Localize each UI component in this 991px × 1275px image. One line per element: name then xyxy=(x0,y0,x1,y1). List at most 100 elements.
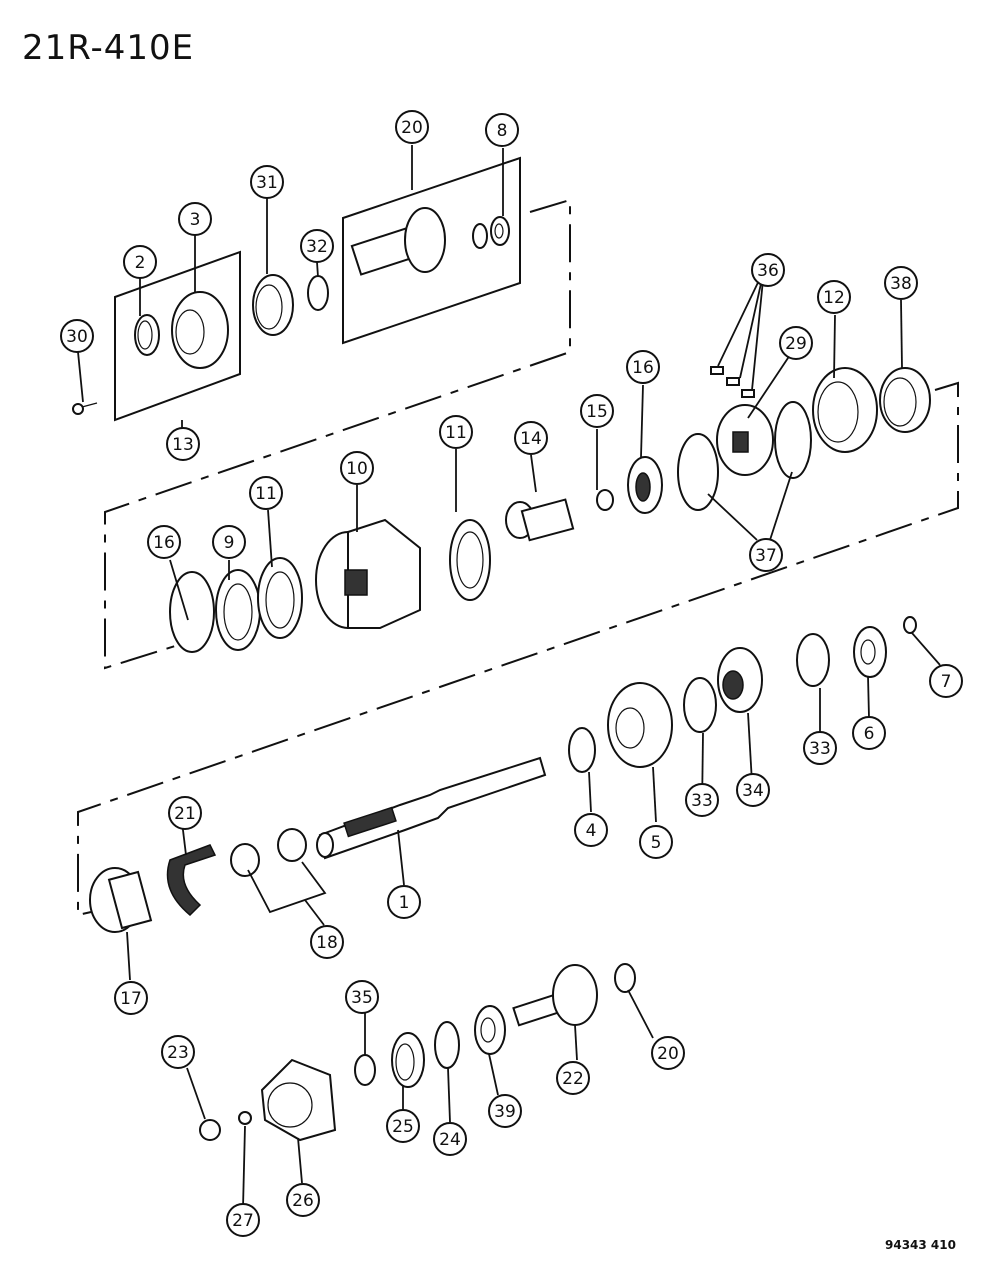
callout-14[interactable]: 14 xyxy=(514,421,548,455)
callout-3[interactable]: 3 xyxy=(178,202,212,236)
callout-26[interactable]: 25 xyxy=(386,1109,420,1143)
svg-text:29: 29 xyxy=(785,334,807,354)
callout-18[interactable]: 17 xyxy=(114,981,148,1015)
assembly-boundary-upper xyxy=(104,198,571,670)
callout-17[interactable]: 16 xyxy=(147,525,181,559)
part-snap-ring-17 xyxy=(169,571,215,653)
part-snap-ring-37a xyxy=(677,433,719,511)
svg-text:27: 27 xyxy=(232,1211,254,1231)
svg-text:4: 4 xyxy=(586,821,597,841)
svg-text:16: 16 xyxy=(153,533,175,553)
callout-37[interactable]: 37 xyxy=(749,538,783,572)
part-washer-35 xyxy=(354,1054,376,1086)
svg-text:34: 34 xyxy=(742,781,764,801)
part-carrier-housing-5 xyxy=(607,682,673,768)
part-retainer-3 xyxy=(171,291,229,369)
callout-5[interactable]: 5 xyxy=(639,825,673,859)
svg-text:11: 11 xyxy=(255,484,277,504)
callout-20[interactable]: 20 xyxy=(395,110,429,144)
part-output-gear-23 xyxy=(512,964,598,1027)
callout-38[interactable]: 38 xyxy=(884,266,918,300)
svg-text:32: 32 xyxy=(306,237,328,257)
svg-text:3: 3 xyxy=(190,210,201,230)
part-snap-ring-7 xyxy=(903,616,917,634)
callout-11-right[interactable]: 11 xyxy=(439,415,473,449)
callout-9[interactable]: 9 xyxy=(212,525,246,559)
callout-8[interactable]: 8 xyxy=(485,113,519,147)
part-bearing-16 xyxy=(627,456,663,514)
callout-7[interactable]: 7 xyxy=(929,664,963,698)
svg-text:33: 33 xyxy=(809,739,831,759)
svg-text:13: 13 xyxy=(172,435,194,455)
part-thrust-washer-11 xyxy=(257,557,303,639)
callout-6[interactable]: 6 xyxy=(852,716,886,750)
part-snap-ring-25 xyxy=(434,1021,460,1069)
callout-21[interactable]: 20 xyxy=(651,1036,685,1070)
callout-25[interactable]: 24 xyxy=(433,1122,467,1156)
callout-39[interactable]: 39 xyxy=(488,1094,522,1128)
callout-19[interactable]: 18 xyxy=(310,925,344,959)
part-sleeve-12 xyxy=(812,367,878,453)
svg-text:7: 7 xyxy=(941,672,952,692)
callout-33-left[interactable]: 33 xyxy=(685,783,719,817)
part-synchronizer-ring-38 xyxy=(879,367,931,433)
part-planetary-carrier-10 xyxy=(315,518,421,629)
part-thrust-washer-4 xyxy=(568,727,596,773)
callout-15[interactable]: 15 xyxy=(580,394,614,428)
part-snap-ring-32 xyxy=(307,275,329,311)
part-input-gear-20 xyxy=(350,207,510,276)
svg-text:38: 38 xyxy=(890,274,912,294)
callout-32[interactable]: 32 xyxy=(300,229,334,263)
callout-1[interactable]: 1 xyxy=(387,885,421,919)
part-drive-sprocket-18 xyxy=(89,867,153,933)
callout-12[interactable]: 12 xyxy=(817,280,851,314)
part-yoke-flange-27 xyxy=(260,1058,337,1142)
part-bearing-39 xyxy=(474,1005,506,1055)
part-washer-28 xyxy=(238,1111,252,1125)
svg-text:24: 24 xyxy=(439,1130,461,1150)
callout-10[interactable]: 10 xyxy=(340,451,374,485)
svg-text:1: 1 xyxy=(399,893,410,913)
svg-text:21: 21 xyxy=(174,804,196,824)
callout-28[interactable]: 27 xyxy=(226,1203,260,1237)
callout-29[interactable]: 29 xyxy=(779,326,813,360)
part-bearing-19b xyxy=(277,828,307,862)
callout-2[interactable]: 2 xyxy=(123,245,157,279)
part-bearing-21 xyxy=(614,963,636,993)
part-bearing-19a xyxy=(230,843,260,877)
part-bearing-6 xyxy=(853,626,887,678)
callout-27[interactable]: 26 xyxy=(286,1183,320,1217)
svg-text:8: 8 xyxy=(497,121,508,141)
callout-33-right[interactable]: 33 xyxy=(803,731,837,765)
leader-lines xyxy=(77,145,941,1209)
callout-31[interactable]: 31 xyxy=(250,165,284,199)
callout-36[interactable]: 36 xyxy=(751,253,785,287)
part-hub-29 xyxy=(716,404,774,476)
part-sun-gear-14 xyxy=(505,498,575,542)
part-thrust-plate-9 xyxy=(215,569,261,651)
svg-text:25: 25 xyxy=(392,1117,414,1137)
group-frame-20 xyxy=(342,156,521,345)
diagram-code: 94343 410 xyxy=(885,1238,956,1252)
callout-35[interactable]: 35 xyxy=(345,980,379,1014)
callout-13[interactable]: 13 xyxy=(166,427,200,461)
svg-text:35: 35 xyxy=(351,988,373,1008)
callout-22[interactable]: 21 xyxy=(168,796,202,830)
part-snap-ring-37b xyxy=(774,401,812,479)
callout-4[interactable]: 4 xyxy=(574,813,608,847)
callout-11-left[interactable]: 11 xyxy=(249,476,283,510)
part-snap-ring-15 xyxy=(596,489,614,511)
svg-text:12: 12 xyxy=(823,288,845,308)
callout-16[interactable]: 16 xyxy=(626,350,660,384)
part-thrust-washer-11b xyxy=(449,519,491,601)
part-snap-ring-33b xyxy=(796,633,830,687)
diagram-title: 21R-410E xyxy=(22,28,195,68)
svg-text:26: 26 xyxy=(292,1191,314,1211)
callout-23[interactable]: 22 xyxy=(556,1061,590,1095)
callout-30[interactable]: 30 xyxy=(60,319,94,353)
callout-24[interactable]: 23 xyxy=(161,1035,195,1069)
callout-34[interactable]: 34 xyxy=(736,773,770,807)
assembly-boundary-middle xyxy=(77,381,959,917)
svg-text:37: 37 xyxy=(755,546,777,566)
